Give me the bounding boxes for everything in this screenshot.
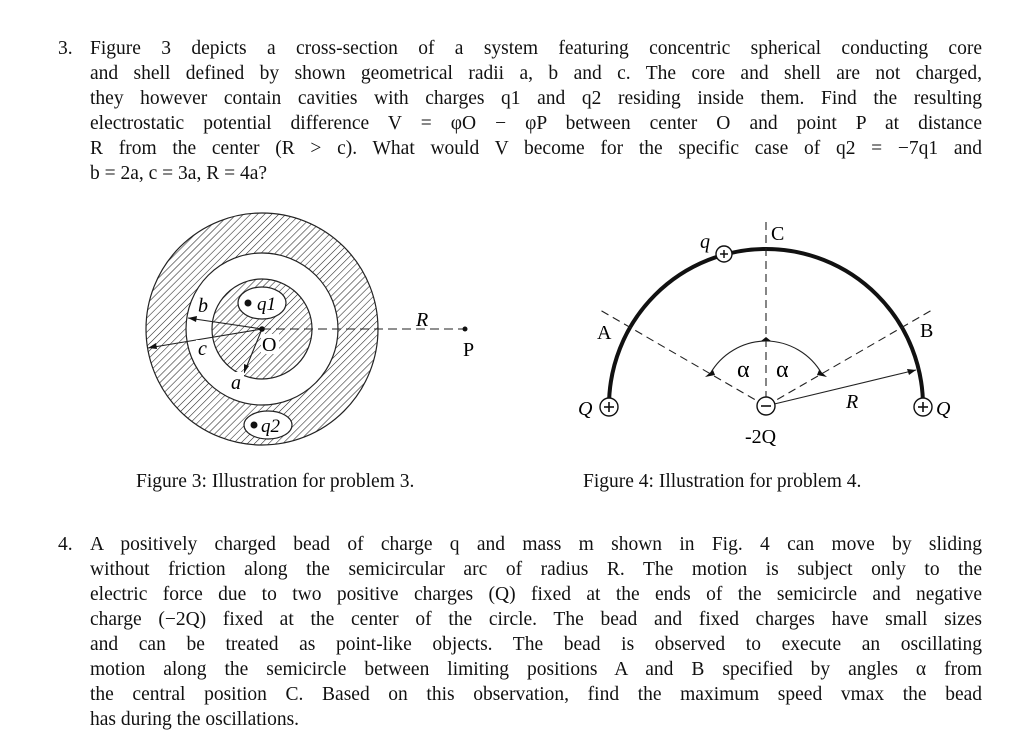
figure-3-caption: Figure 3: Illustration for problem 3. xyxy=(136,471,415,492)
problem-4-line: has during the oscillations. xyxy=(90,709,300,730)
label-alpha-right: α xyxy=(776,357,789,383)
label-C: C xyxy=(771,223,784,245)
label-q: q xyxy=(700,231,710,253)
label-A: A xyxy=(597,322,612,344)
label-O: O xyxy=(262,334,276,356)
label-center-charge: -2Q xyxy=(745,426,777,448)
problem-4: 4. A positively charged bead of charge q… xyxy=(58,532,982,732)
problem-4-text: A positively charged bead of charge q an… xyxy=(90,532,982,732)
problem-4-line: A positively charged bead of charge q an… xyxy=(90,534,982,555)
charge-q2-dot xyxy=(250,421,258,429)
problem-4-line: the central position C. Based on this ob… xyxy=(90,684,982,705)
radius-R xyxy=(765,369,917,407)
label-b: b xyxy=(198,295,208,317)
problem-3-line: they however contain cavities with charg… xyxy=(90,88,982,109)
problem-3-line: b = 2a, c = 3a, R = 4a? xyxy=(90,163,268,184)
charge-q1-dot xyxy=(244,299,252,307)
problem-4-line: motion along the semicircle between limi… xyxy=(90,659,982,680)
angle-arc-left xyxy=(709,340,767,375)
problem-3: 3. Figure 3 depicts a cross-section of a… xyxy=(58,36,982,186)
cavity-q2 xyxy=(243,410,293,440)
problem-3-line: R from the center (R > c). What would V … xyxy=(90,138,982,159)
problem-4-number: 4. xyxy=(58,534,73,555)
cavity-q1 xyxy=(237,286,287,320)
figure-3: q1 q2 R P b c O a xyxy=(145,212,474,446)
label-Q-right: Q xyxy=(936,398,951,420)
line-to-A xyxy=(599,309,767,407)
label-c: c xyxy=(198,338,207,360)
label-R: R xyxy=(415,309,428,331)
center-O xyxy=(259,326,265,332)
problem-3-number: 3. xyxy=(58,38,73,59)
radius-b xyxy=(187,317,263,330)
problem-4-line: electric force due to two positive charg… xyxy=(90,584,982,605)
problem-3-line: Figure 3 depicts a cross-section of a sy… xyxy=(90,38,982,59)
problem-4-line: and can be treated as point-like objects… xyxy=(90,634,982,655)
point-P xyxy=(462,326,468,332)
label-P: P xyxy=(463,339,474,361)
label-a: a xyxy=(231,372,241,394)
problem-3-line: electrostatic potential difference V = φ… xyxy=(90,113,982,134)
label-R: R xyxy=(845,391,858,413)
angle-arc-right xyxy=(765,340,823,375)
label-alpha-left: α xyxy=(737,357,750,383)
label-B: B xyxy=(920,320,933,342)
radius-c xyxy=(147,328,263,349)
problem-3-text: Figure 3 depicts a cross-section of a sy… xyxy=(90,36,982,186)
figure-4-caption: Figure 4: Illustration for problem 4. xyxy=(583,471,862,492)
problem-4-line: charge (−2Q) fixed at the center of the … xyxy=(90,609,982,630)
label-q1: q1 xyxy=(257,294,276,315)
label-Q-left: Q xyxy=(578,398,593,420)
problem-3-line: and shell defined by shown geometrical r… xyxy=(90,63,982,84)
line-to-B xyxy=(765,309,933,407)
problem-4-line: without friction along the semicircular … xyxy=(90,559,982,580)
label-q2: q2 xyxy=(261,416,281,437)
figure-4: α α R -2Q Q Q q C A B xyxy=(578,222,951,448)
